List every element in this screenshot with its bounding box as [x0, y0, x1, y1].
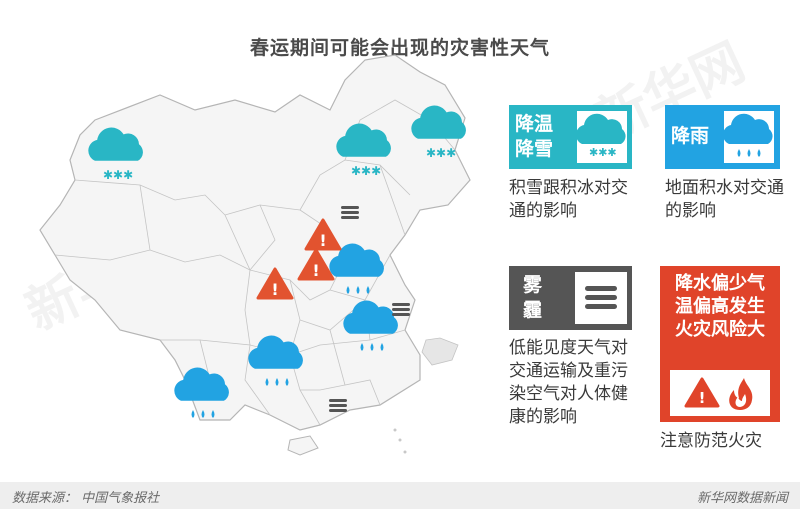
rain-cloud-icon [343, 300, 398, 351]
legend-fog-haze: 雾 霾 [509, 266, 632, 330]
snow-cloud-icon: ✱✱✱ [336, 123, 391, 178]
legend-rain: 降雨 [665, 105, 780, 169]
rain-cloud-icon [329, 243, 384, 294]
rain-cloud-icon [248, 335, 303, 386]
svg-text:!: ! [319, 231, 326, 250]
svg-text:✱✱✱: ✱✱✱ [351, 164, 381, 178]
taiwan [421, 337, 459, 366]
fog-icon [392, 303, 410, 316]
legend-cooling-snow: 降温 降雪 ✱✱✱ [509, 105, 632, 169]
country-outline [39, 54, 471, 431]
snow-cloud-icon: ✱✱✱ [88, 127, 143, 182]
rain-cloud-icon [722, 111, 774, 163]
legend-label: 降雨 [671, 125, 710, 147]
legend-fire-risk: 降水偏少气温偏高发生火灾风险大 ! [660, 266, 780, 422]
legend-label: 降水偏少气温偏高发生火灾风险大 [675, 273, 765, 340]
fog-icon [329, 399, 347, 412]
fog-icon [575, 272, 627, 324]
fog-icon [341, 206, 359, 219]
svg-text:!: ! [699, 389, 706, 407]
legend-description: 地面积水对交通的影响 [665, 178, 784, 221]
legend-description: 积雪跟积冰对交通的影响 [509, 178, 628, 221]
warning-icon: ! [304, 218, 342, 251]
svg-text:!: ! [271, 280, 278, 299]
legend-description: 低能见度天气对交通运输及重污染空气对人体健康的影响 [509, 338, 628, 427]
svg-text:✱✱✱: ✱✱✱ [426, 146, 456, 160]
svg-text:!: ! [312, 261, 319, 280]
warning-icon: ! [684, 377, 720, 408]
snow-cloud-icon: ✱✱✱ [575, 111, 627, 163]
legend-note: 注意防范火灾 [660, 431, 762, 451]
svg-text:✱✱✱: ✱✱✱ [589, 146, 617, 159]
svg-text:✱✱✱: ✱✱✱ [103, 168, 133, 182]
legend-label: 雾 [523, 274, 543, 296]
rain-cloud-icon [174, 367, 229, 418]
warning-icon: ! [297, 248, 335, 281]
fire-warning-panel: ! [670, 370, 770, 416]
fire-icon [729, 378, 753, 410]
brand-text: 新华网数据新闻 [696, 491, 788, 506]
china-map: ✱✱✱ ✱✱✱ ✱✱✱ ! [39, 54, 471, 456]
snow-cloud-icon: ✱✱✱ [411, 105, 466, 160]
hainan [287, 435, 319, 456]
legend-label: 降雪 [515, 138, 554, 160]
source-text: 数据来源： 中国气象报社 [12, 491, 160, 506]
warning-icon: ! [256, 267, 294, 300]
legend-label: 降温 [515, 113, 554, 135]
legend-label: 霾 [523, 299, 543, 321]
page-title: 春运期间可能会出现的灾害性天气 [249, 37, 550, 59]
footer: 数据来源： 中国气象报社 新华网数据新闻 [0, 482, 800, 509]
